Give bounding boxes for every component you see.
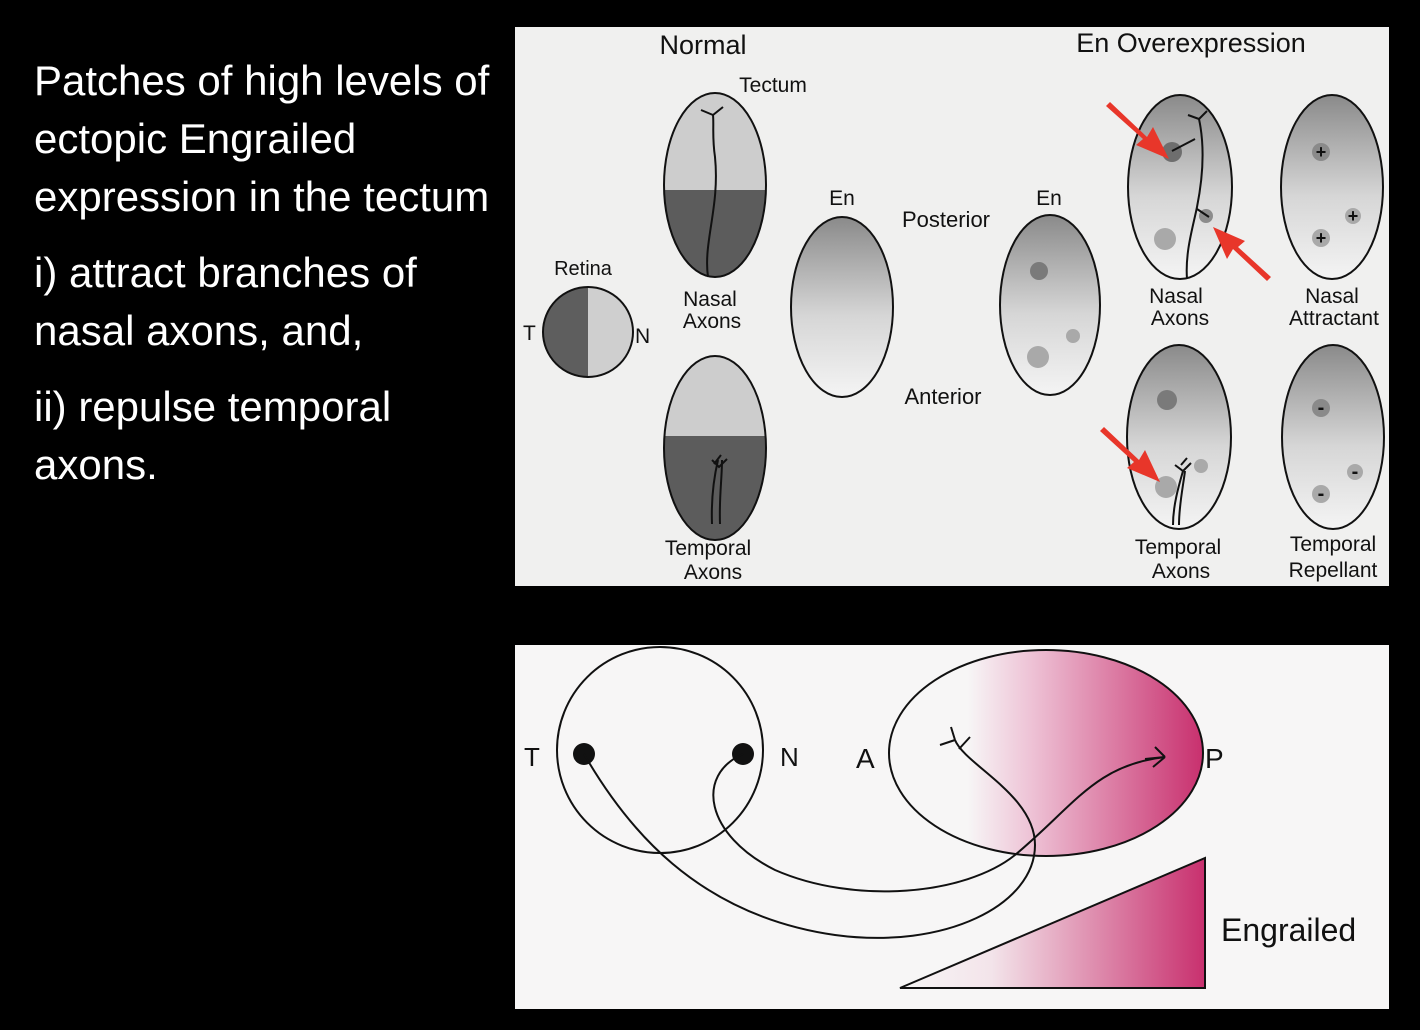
- label-oe-nasal-2: Axons: [1151, 307, 1209, 330]
- label-repellant-2: Repellant: [1289, 559, 1378, 582]
- minus-sign: -: [1318, 483, 1325, 505]
- bullet-text-block: Patches of high levels of ectopic Engrai…: [34, 52, 504, 512]
- repellant-spot: [1312, 485, 1330, 503]
- nasal-attractant-tectum: + + +: [1280, 94, 1384, 280]
- engrailed-gradient-figure: T N A P Engrailed: [515, 645, 1389, 1009]
- heading-normal: Normal: [659, 30, 746, 60]
- label-engrailed: Engrailed: [1221, 912, 1356, 948]
- label-attractant-2: Attractant: [1289, 307, 1379, 330]
- label-posterior: Posterior: [902, 207, 990, 232]
- label-t-bottom: T: [524, 742, 540, 772]
- heading-en-overexpression: En Overexpression: [1076, 28, 1306, 58]
- intro-text: Patches of high levels of ectopic Engrai…: [34, 57, 490, 220]
- nasal-axon-normal: [706, 114, 717, 278]
- label-en-left: En: [829, 187, 855, 210]
- red-arrow: [1106, 102, 1169, 159]
- label-en-right: En: [1036, 187, 1062, 210]
- retina-circle: [542, 286, 634, 378]
- temporal-axon-path: [583, 739, 1037, 939]
- point-i-text: i) attract branches of nasal axons, and,: [34, 249, 417, 354]
- label-p: P: [1205, 743, 1224, 774]
- minus-sign: -: [1318, 397, 1325, 419]
- tectum-ellipse-bottom: [888, 649, 1204, 857]
- en-overexpression-figure: Normal En Overexpression Tectum Retina T…: [515, 27, 1389, 586]
- nasal-axon-path: [712, 753, 1166, 893]
- label-n-bottom: N: [780, 742, 799, 772]
- plus-sign: +: [1316, 228, 1327, 248]
- label-nasal-2: Axons: [683, 310, 741, 333]
- label-oe-temporal-2: Axons: [1152, 560, 1210, 583]
- label-tectum: Tectum: [739, 74, 807, 97]
- minus-sign: -: [1352, 461, 1359, 483]
- red-arrow: [1100, 427, 1160, 482]
- top-diagram-svg: Normal En Overexpression Tectum Retina T…: [523, 28, 1385, 584]
- label-oe-temporal-1: Temporal: [1135, 536, 1221, 559]
- label-temporal-1: Temporal: [665, 537, 751, 560]
- point-ii-text: ii) repulse temporal axons.: [34, 383, 392, 488]
- label-anterior: Anterior: [904, 384, 981, 409]
- attractant-spot: [1345, 208, 1361, 224]
- repellant-spot: [1312, 399, 1330, 417]
- normal-nasal-tectum: [663, 92, 767, 278]
- plus-sign: +: [1316, 142, 1327, 162]
- attractant-spot: [1312, 143, 1330, 161]
- overexpression-temporal-tectum: [1126, 344, 1232, 530]
- repellant-spot: [1347, 464, 1363, 480]
- engrailed-gradient-triangle: [899, 856, 1206, 989]
- label-a: A: [856, 743, 875, 774]
- en-gradient-tectum: [790, 216, 894, 398]
- label-retina-t: T: [523, 322, 536, 345]
- overexpression-nasal-tectum: [1127, 94, 1233, 280]
- label-repellant-1: Temporal: [1290, 533, 1376, 556]
- label-attractant-1: Nasal: [1305, 285, 1359, 308]
- label-nasal-1: Nasal: [683, 288, 737, 311]
- label-retina-n: N: [635, 325, 650, 348]
- bottom-diagram-svg: T N A P Engrailed: [524, 646, 1356, 989]
- label-temporal-2: Axons: [684, 561, 742, 584]
- en-patches-tectum: [999, 214, 1101, 396]
- normal-temporal-tectum: [663, 355, 767, 541]
- attractant-spot: [1312, 229, 1330, 247]
- label-retina: Retina: [554, 258, 613, 280]
- temporal-repellant-tectum: - - -: [1281, 344, 1385, 530]
- red-arrow: [1213, 227, 1271, 281]
- plus-sign: +: [1348, 206, 1359, 226]
- label-oe-nasal-1: Nasal: [1149, 285, 1203, 308]
